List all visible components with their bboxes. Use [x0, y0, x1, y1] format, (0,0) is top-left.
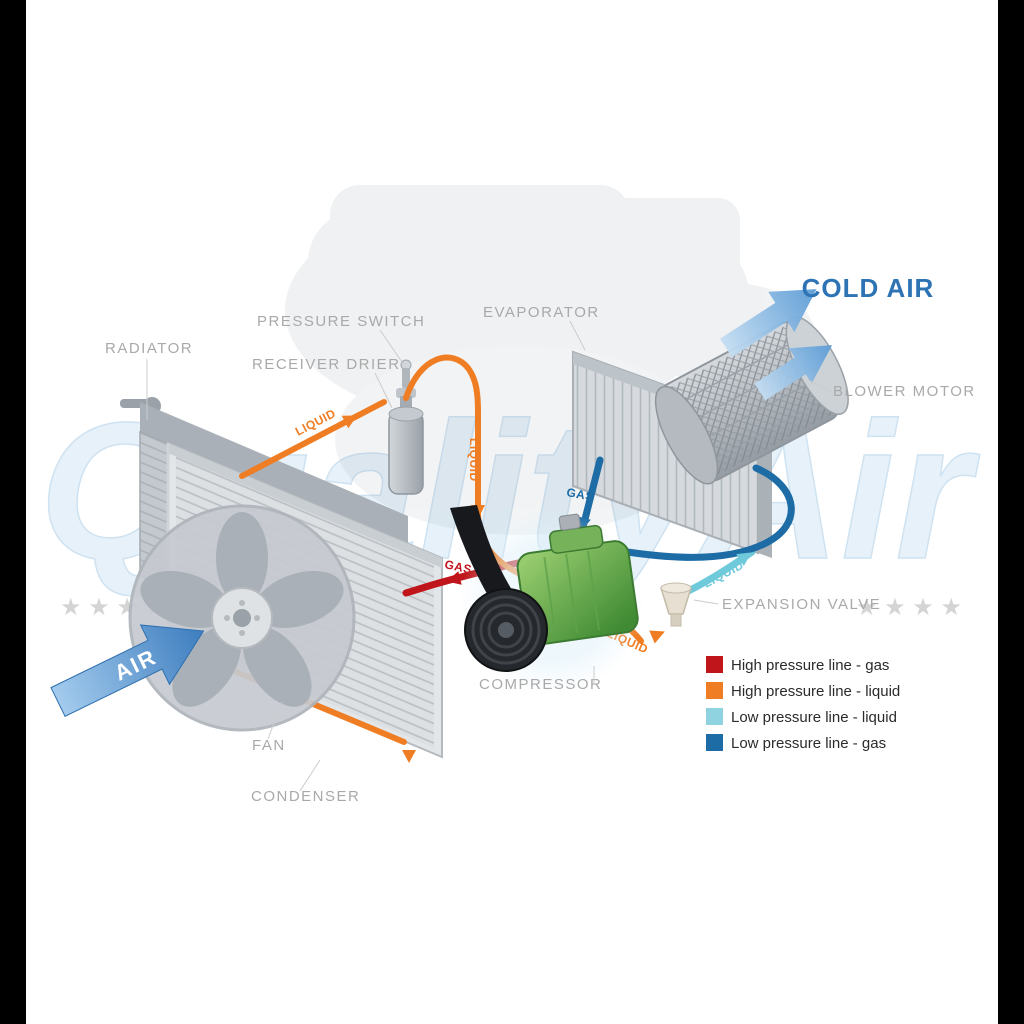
blower-near-cap — [654, 385, 719, 485]
blower-cage-rib — [693, 377, 820, 446]
fan-blade — [140, 570, 230, 628]
liquid-flow-arrow-icon — [341, 415, 358, 429]
fan-label: FAN — [252, 737, 286, 754]
pulley-hub — [498, 622, 514, 638]
liquid-pipe-to-drier — [239, 399, 387, 479]
legend-swatch-high-pressure-liquid — [706, 682, 723, 699]
drier-top-cap — [388, 406, 424, 422]
legend-label: Low pressure line - gas — [731, 735, 886, 752]
legend-swatch-low-pressure-liquid — [706, 708, 723, 725]
engine-outline-shape — [330, 185, 630, 310]
expansion-valve-top — [660, 582, 692, 594]
legend-label: High pressure line - liquid — [731, 683, 900, 700]
evaporator-leader — [569, 320, 586, 351]
pulley-groove — [471, 595, 541, 665]
compressor-ridge — [586, 550, 601, 631]
blower-cage-rib — [672, 338, 800, 407]
condenser-outlet-flow-arrow-icon — [402, 750, 416, 763]
receiver-drier-label: RECEIVER DRIER — [252, 356, 401, 373]
fan-hub-bolt — [254, 615, 260, 621]
receiver-drier — [388, 359, 424, 495]
fan-blade — [216, 512, 268, 604]
fan-hub-bolt — [239, 600, 245, 606]
liquid-flow-arrow-icon — [736, 552, 752, 566]
engine-outline-shape — [610, 230, 750, 370]
cold-air-arrow — [754, 345, 833, 401]
condenser-leader — [299, 759, 321, 792]
right-letterbox-bar — [998, 0, 1024, 1024]
component-labels: RADIATOR PRESSURE SWITCH RECEIVER DRIER … — [105, 304, 976, 805]
compressor — [450, 505, 644, 694]
engine-outline-shape — [560, 198, 740, 283]
pulley-groove — [487, 611, 525, 649]
legend: High pressure line - gas High pressure l… — [706, 656, 900, 752]
expansion-valve — [659, 582, 693, 627]
legend-label: High pressure line - gas — [731, 657, 889, 674]
legend-swatch-high-pressure-gas — [706, 656, 723, 673]
condenser-top-edge — [168, 443, 442, 568]
evaporator-label: EVAPORATOR — [483, 304, 600, 321]
legend-label: Low pressure line - liquid — [731, 709, 897, 726]
pulley-groove — [479, 603, 533, 657]
air-arrow-shape — [50, 624, 205, 718]
compressor-ridge — [565, 553, 579, 634]
cold-air-arrow-shape — [720, 289, 817, 358]
radiator-label: RADIATOR — [105, 340, 193, 357]
cold-air-label: COLD AIR — [802, 273, 935, 303]
fan-hub-bolt — [224, 615, 230, 621]
fan — [128, 504, 356, 732]
compressor-ridge — [543, 556, 557, 637]
compressor-label: COMPRESSOR — [479, 676, 602, 693]
compressor-body-group — [516, 513, 639, 646]
expansion-valve-label: EXPANSION VALVE — [722, 596, 881, 613]
liquid-flow-arrow-icon — [649, 630, 665, 644]
pressure-switch-leader — [379, 329, 403, 363]
pipe-label-gas: GAS — [565, 485, 595, 504]
expansion-valve-tube — [670, 613, 682, 627]
fan-blade — [243, 626, 312, 707]
drier-body — [388, 411, 424, 495]
pressure-switch-label: PRESSURE SWITCH — [257, 313, 425, 330]
engine-outline-shape — [308, 210, 412, 314]
radiator-top-tank — [140, 402, 408, 546]
fan-blade — [254, 570, 344, 628]
fan-leader — [267, 701, 283, 740]
blower-motor-leader — [807, 379, 831, 392]
compressor-port-fitting — [558, 513, 581, 531]
blower-cage-rib — [703, 396, 830, 465]
pressure-switch-stem — [402, 368, 410, 388]
fan-hub-bolt — [239, 630, 245, 636]
air-flow-arrow: AIR — [50, 624, 205, 718]
gas-flow-arrow-icon — [446, 571, 462, 585]
drive-belt — [450, 505, 520, 615]
legend-swatch-low-pressure-gas — [706, 734, 723, 751]
star-watermark-right: ★ ★ ★ ★ — [856, 594, 962, 621]
cold-air-arrow — [720, 289, 817, 358]
receiver-drier-leader — [374, 372, 393, 409]
expansion-valve-leader — [693, 599, 719, 605]
condenser-label: CONDENSER — [251, 788, 360, 805]
pipe-label-liquid: LIQUID — [467, 438, 481, 482]
fan-hub-center — [233, 609, 251, 627]
left-letterbox-bar — [0, 0, 26, 1024]
cold-air-arrow-shape — [754, 345, 833, 401]
blower-motor-label: BLOWER MOTOR — [833, 383, 976, 400]
